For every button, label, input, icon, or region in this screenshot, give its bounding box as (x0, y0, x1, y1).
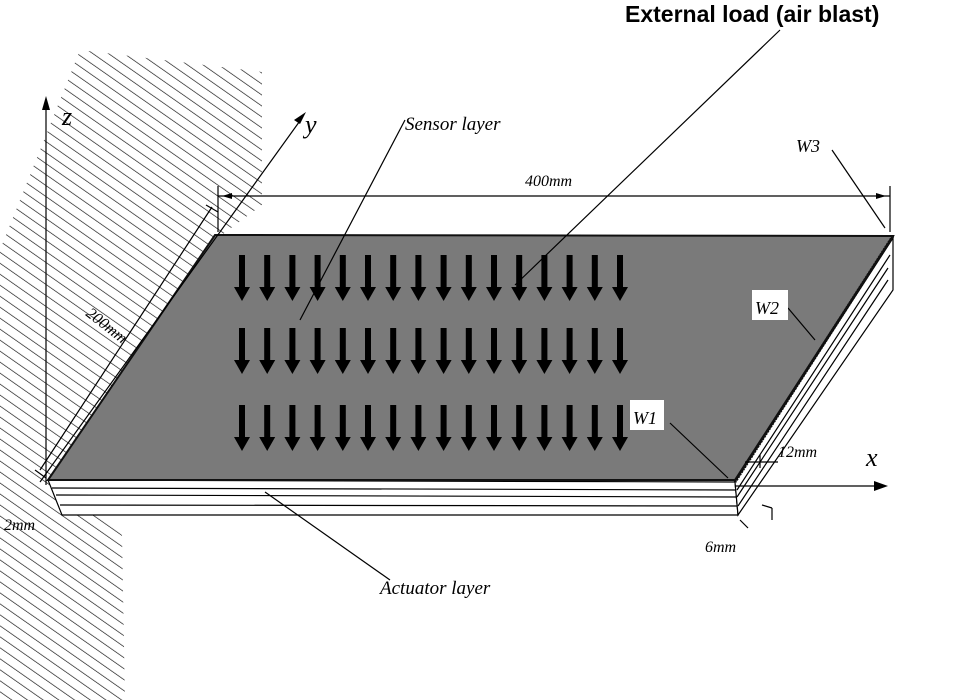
load-arrow (460, 255, 477, 301)
actuator-layer-label: Actuator layer (378, 578, 491, 599)
load-arrow (612, 328, 628, 374)
load-arrow (385, 405, 402, 451)
load-arrow (385, 328, 402, 374)
length-dimension-label: 400mm (525, 173, 572, 190)
thickness-mid-label: 6mm (705, 539, 736, 556)
load-arrow (511, 328, 528, 374)
load-arrow (486, 328, 502, 374)
load-arrow (234, 328, 250, 374)
load-arrow (612, 405, 628, 451)
w3-label: W3 (796, 136, 820, 156)
thickness-layer-label: 2mm (4, 517, 35, 534)
load-leader (514, 29, 781, 286)
load-arrow (435, 255, 452, 301)
load-arrow (360, 255, 376, 301)
load-arrow (586, 405, 603, 451)
load-arrow (410, 405, 427, 451)
load-arrow (360, 328, 376, 374)
w2-box (752, 290, 788, 320)
load-arrow (460, 328, 477, 374)
load-arrow (385, 255, 402, 301)
w1-leader (669, 422, 729, 479)
load-arrow (486, 405, 502, 451)
load-arrow (586, 328, 603, 374)
clamped-wall-hatch (0, 50, 262, 700)
load-arrow (561, 255, 578, 301)
axis-y-label: y (302, 110, 317, 139)
sensor-layer-label: Sensor layer (405, 114, 501, 135)
load-arrow (561, 328, 578, 374)
w2-label: W2 (755, 298, 779, 318)
load-arrow (334, 405, 351, 451)
load-arrow (536, 405, 553, 451)
w1-label: W1 (633, 408, 657, 428)
load-arrow (586, 255, 603, 301)
load-arrow (435, 328, 452, 374)
load-arrow (284, 328, 301, 374)
load-arrow (259, 255, 276, 301)
axis-x-label: x (865, 443, 878, 472)
y-axis-arrowhead (294, 112, 306, 124)
axes (39, 96, 888, 491)
external-load-label: External load (air blast) (625, 1, 879, 27)
load-arrow (309, 405, 326, 451)
load-arrow (234, 405, 250, 451)
load-arrow (561, 405, 578, 451)
load-arrow (284, 405, 301, 451)
sensor-leader (299, 119, 406, 321)
thickness-total-label: 12mm (778, 444, 817, 461)
x-axis-arrowhead (874, 481, 888, 491)
layer-stack (47, 235, 894, 517)
load-arrow (511, 255, 528, 301)
load-arrows (234, 255, 628, 451)
leader-lines (264, 29, 886, 581)
load-arrow (334, 255, 351, 301)
load-arrow (435, 405, 452, 451)
load-arrow (410, 328, 427, 374)
load-arrow (612, 255, 628, 301)
load-arrow (460, 405, 477, 451)
load-arrow (360, 405, 376, 451)
load-arrow (234, 255, 250, 301)
w1-box (630, 400, 664, 430)
actuator-leader (264, 491, 391, 581)
load-arrow (309, 255, 326, 301)
load-arrow (259, 328, 276, 374)
w2-leader (787, 307, 816, 341)
w3-leader (831, 149, 886, 229)
load-arrow (536, 255, 553, 301)
load-arrow (259, 405, 276, 451)
axis-z-label: z (61, 102, 72, 131)
load-arrow (511, 405, 528, 451)
load-arrow (536, 328, 553, 374)
load-arrow (334, 328, 351, 374)
load-arrow (284, 255, 301, 301)
z-axis-arrowhead (42, 96, 50, 110)
load-arrow (410, 255, 427, 301)
load-arrow (486, 255, 502, 301)
load-arrow (309, 328, 326, 374)
dimension-lines (34, 186, 891, 529)
